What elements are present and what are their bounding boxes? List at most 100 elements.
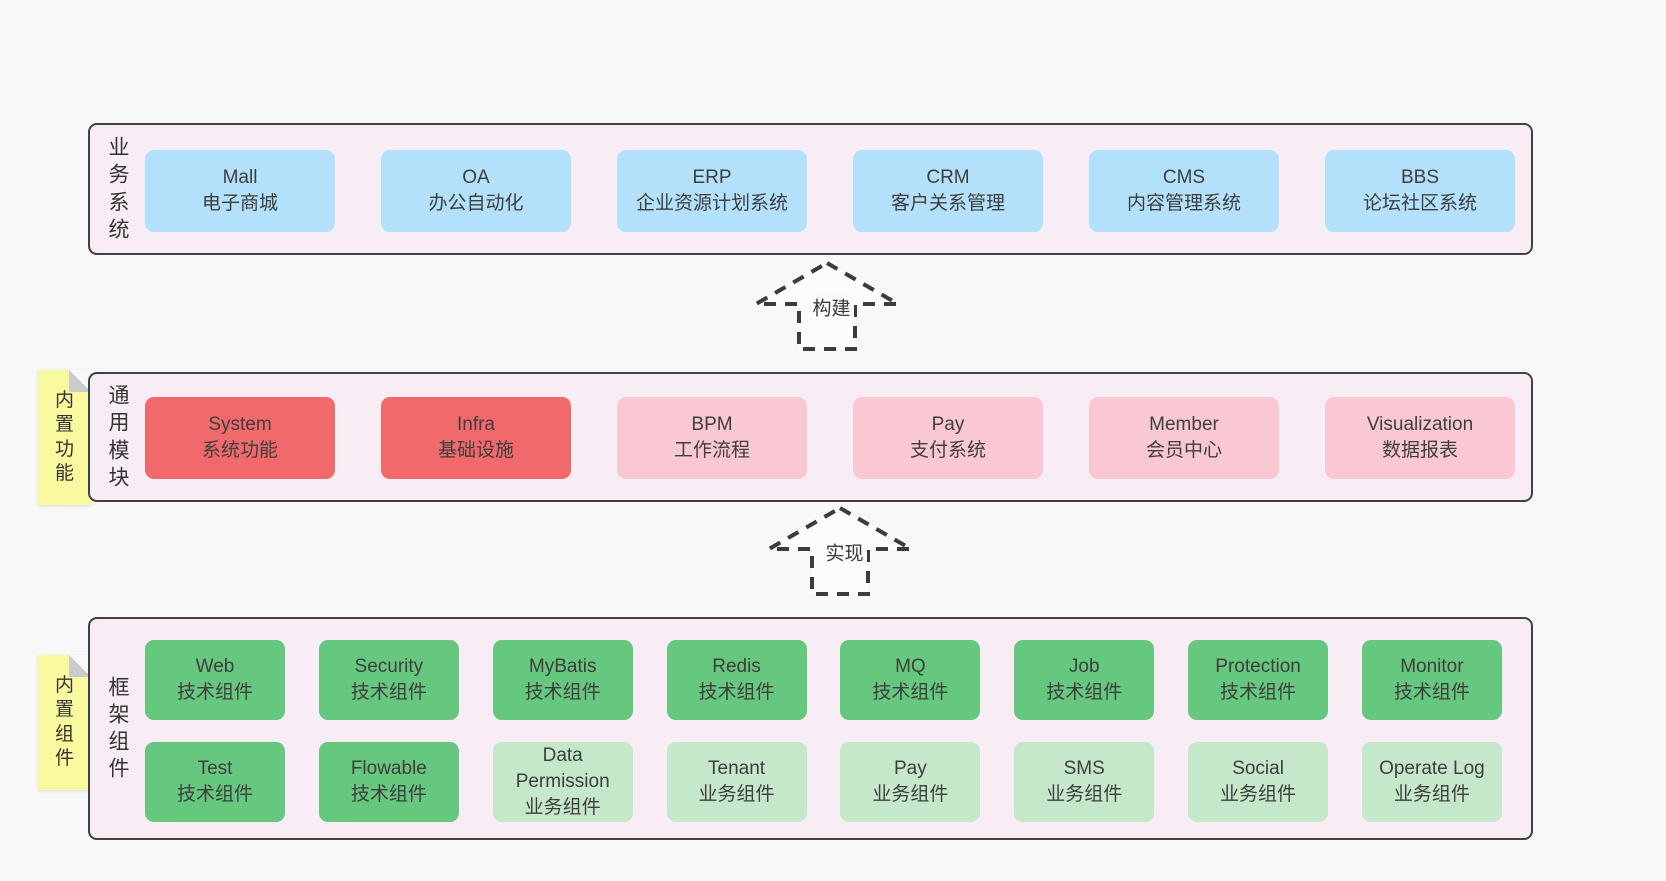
node-erp: ERP 企业资源计划系统 bbox=[617, 150, 807, 232]
node-name: Pay bbox=[931, 413, 965, 435]
node-mall: Mall 电子商城 bbox=[145, 150, 335, 232]
node-name: ERP bbox=[692, 166, 732, 188]
node-system: System 系统功能 bbox=[145, 397, 335, 479]
node-data-permission: Data Permission 业务组件 bbox=[492, 742, 633, 822]
node-desc: 技术组件 bbox=[350, 682, 427, 703]
framework-layer-panel: 框架组件 Web 技术组件 Security 技术组件 MyBatis 技术组件… bbox=[88, 617, 1533, 840]
node-member: Member 会员中心 bbox=[1089, 397, 1279, 479]
node-name: Flowable bbox=[350, 757, 427, 779]
node-name: Monitor bbox=[1400, 655, 1464, 677]
node-cms: CMS 内容管理系统 bbox=[1089, 150, 1279, 232]
node-name: Protection bbox=[1215, 655, 1301, 677]
node-desc: 工作流程 bbox=[673, 440, 750, 461]
node-name: System bbox=[208, 413, 272, 435]
node-desc: 技术组件 bbox=[176, 784, 253, 805]
node-desc: 业务组件 bbox=[698, 784, 775, 805]
node-desc: 技术组件 bbox=[872, 682, 949, 703]
node-social: Social 业务组件 bbox=[1188, 742, 1329, 822]
node-name: MQ bbox=[895, 655, 926, 677]
node-desc: 技术组件 bbox=[1046, 682, 1123, 703]
node-mq: MQ 技术组件 bbox=[840, 640, 981, 720]
sticky-note-label: 内置功能 bbox=[54, 390, 74, 484]
node-name: Job bbox=[1068, 655, 1100, 677]
framework-layer-label: 框架组件 bbox=[108, 675, 130, 781]
node-desc: 技术组件 bbox=[1220, 682, 1297, 703]
node-desc: 技术组件 bbox=[350, 784, 427, 805]
business-layer-row: Mall 电子商城 OA 办公自动化 ERP 企业资源计划系统 CRM 客户关系… bbox=[145, 150, 1515, 232]
node-sms: SMS 业务组件 bbox=[1014, 742, 1155, 822]
node-desc: 业务组件 bbox=[1393, 784, 1470, 805]
node-name: Redis bbox=[712, 655, 761, 677]
sticky-note-label: 内置组件 bbox=[54, 675, 74, 769]
node-visualization: Visualization 数据报表 bbox=[1325, 397, 1515, 479]
node-security: Security 技术组件 bbox=[318, 640, 459, 720]
node-name: BPM bbox=[691, 413, 733, 435]
node-monitor: Monitor 技术组件 bbox=[1361, 640, 1502, 720]
build-arrow: 构建 bbox=[752, 260, 902, 352]
business-layer-panel: 业务系统 Mall 电子商城 OA 办公自动化 ERP 企业资源计划系统 CRM… bbox=[88, 123, 1533, 255]
node-desc: 系统功能 bbox=[201, 440, 278, 461]
node-desc: 客户关系管理 bbox=[890, 193, 1005, 214]
node-name: Mall bbox=[222, 166, 258, 188]
node-desc: 论坛社区系统 bbox=[1362, 193, 1477, 214]
node-name: Operate Log bbox=[1379, 757, 1485, 779]
node-desc: 技术组件 bbox=[1393, 682, 1470, 703]
node-desc: 会员中心 bbox=[1145, 440, 1222, 461]
node-name: CMS bbox=[1162, 166, 1206, 188]
node-desc: 办公自动化 bbox=[428, 193, 524, 214]
node-test: Test 技术组件 bbox=[145, 742, 285, 822]
node-name: OA bbox=[462, 166, 490, 188]
node-name: Infra bbox=[456, 413, 496, 435]
node-bpm: BPM 工作流程 bbox=[617, 397, 807, 479]
node-name: Security bbox=[354, 655, 424, 677]
implement-arrow-label: 实现 bbox=[822, 537, 867, 567]
node-name: Social bbox=[1232, 757, 1284, 779]
node-name: SMS bbox=[1063, 757, 1105, 779]
node-bbs: BBS 论坛社区系统 bbox=[1325, 150, 1515, 232]
node-name: Visualization bbox=[1366, 413, 1474, 435]
node-pay: Pay 支付系统 bbox=[853, 397, 1043, 479]
node-operate-log: Operate Log 业务组件 bbox=[1361, 742, 1502, 822]
node-name: Pay bbox=[894, 757, 927, 779]
node-desc: 业务组件 bbox=[872, 784, 949, 805]
modules-layer-panel: 通用模块 System 系统功能 Infra 基础设施 BPM 工作流程 Pay… bbox=[88, 372, 1533, 502]
node-desc: 企业资源计划系统 bbox=[635, 193, 788, 214]
builtin-features-sticky-note: 内置功能 bbox=[38, 370, 91, 505]
node-name: BBS bbox=[1400, 166, 1440, 188]
builtin-components-sticky-note: 内置组件 bbox=[38, 655, 91, 790]
node-name: MyBatis bbox=[528, 655, 597, 677]
node-desc: 电子商城 bbox=[201, 193, 278, 214]
node-flowable: Flowable 技术组件 bbox=[318, 742, 459, 822]
business-layer-label: 业务系统 bbox=[108, 136, 130, 242]
node-job: Job 技术组件 bbox=[1014, 640, 1155, 720]
node-desc: 技术组件 bbox=[524, 682, 601, 703]
node-desc: 技术组件 bbox=[698, 682, 775, 703]
node-crm: CRM 客户关系管理 bbox=[853, 150, 1043, 232]
node-desc: 内容管理系统 bbox=[1126, 193, 1241, 214]
node-infra: Infra 基础设施 bbox=[381, 397, 571, 479]
node-desc: 支付系统 bbox=[909, 440, 986, 461]
node-name: Web bbox=[195, 655, 235, 677]
node-pay-component: Pay 业务组件 bbox=[840, 742, 981, 822]
node-name: Tenant bbox=[708, 757, 766, 779]
node-redis: Redis 技术组件 bbox=[666, 640, 807, 720]
modules-layer-label: 通用模块 bbox=[108, 384, 130, 490]
node-desc: 技术组件 bbox=[176, 682, 253, 703]
node-name: Test bbox=[197, 757, 233, 779]
framework-tech-row: Web 技术组件 Security 技术组件 MyBatis 技术组件 Redi… bbox=[145, 640, 1502, 720]
node-desc: 业务组件 bbox=[524, 797, 601, 819]
node-name: Member bbox=[1149, 413, 1219, 435]
node-protection: Protection 技术组件 bbox=[1188, 640, 1329, 720]
node-tenant: Tenant 业务组件 bbox=[666, 742, 807, 822]
implement-arrow: 实现 bbox=[765, 505, 915, 597]
node-desc: 数据报表 bbox=[1381, 440, 1458, 461]
framework-biz-row: Test 技术组件 Flowable 技术组件 Data Permission … bbox=[145, 742, 1502, 822]
node-desc: 基础设施 bbox=[437, 440, 514, 461]
node-name: Data Permission bbox=[515, 744, 610, 792]
node-name: CRM bbox=[926, 166, 970, 188]
node-desc: 业务组件 bbox=[1046, 784, 1123, 805]
build-arrow-label: 构建 bbox=[809, 292, 854, 322]
node-web: Web 技术组件 bbox=[145, 640, 285, 720]
node-desc: 业务组件 bbox=[1220, 784, 1297, 805]
